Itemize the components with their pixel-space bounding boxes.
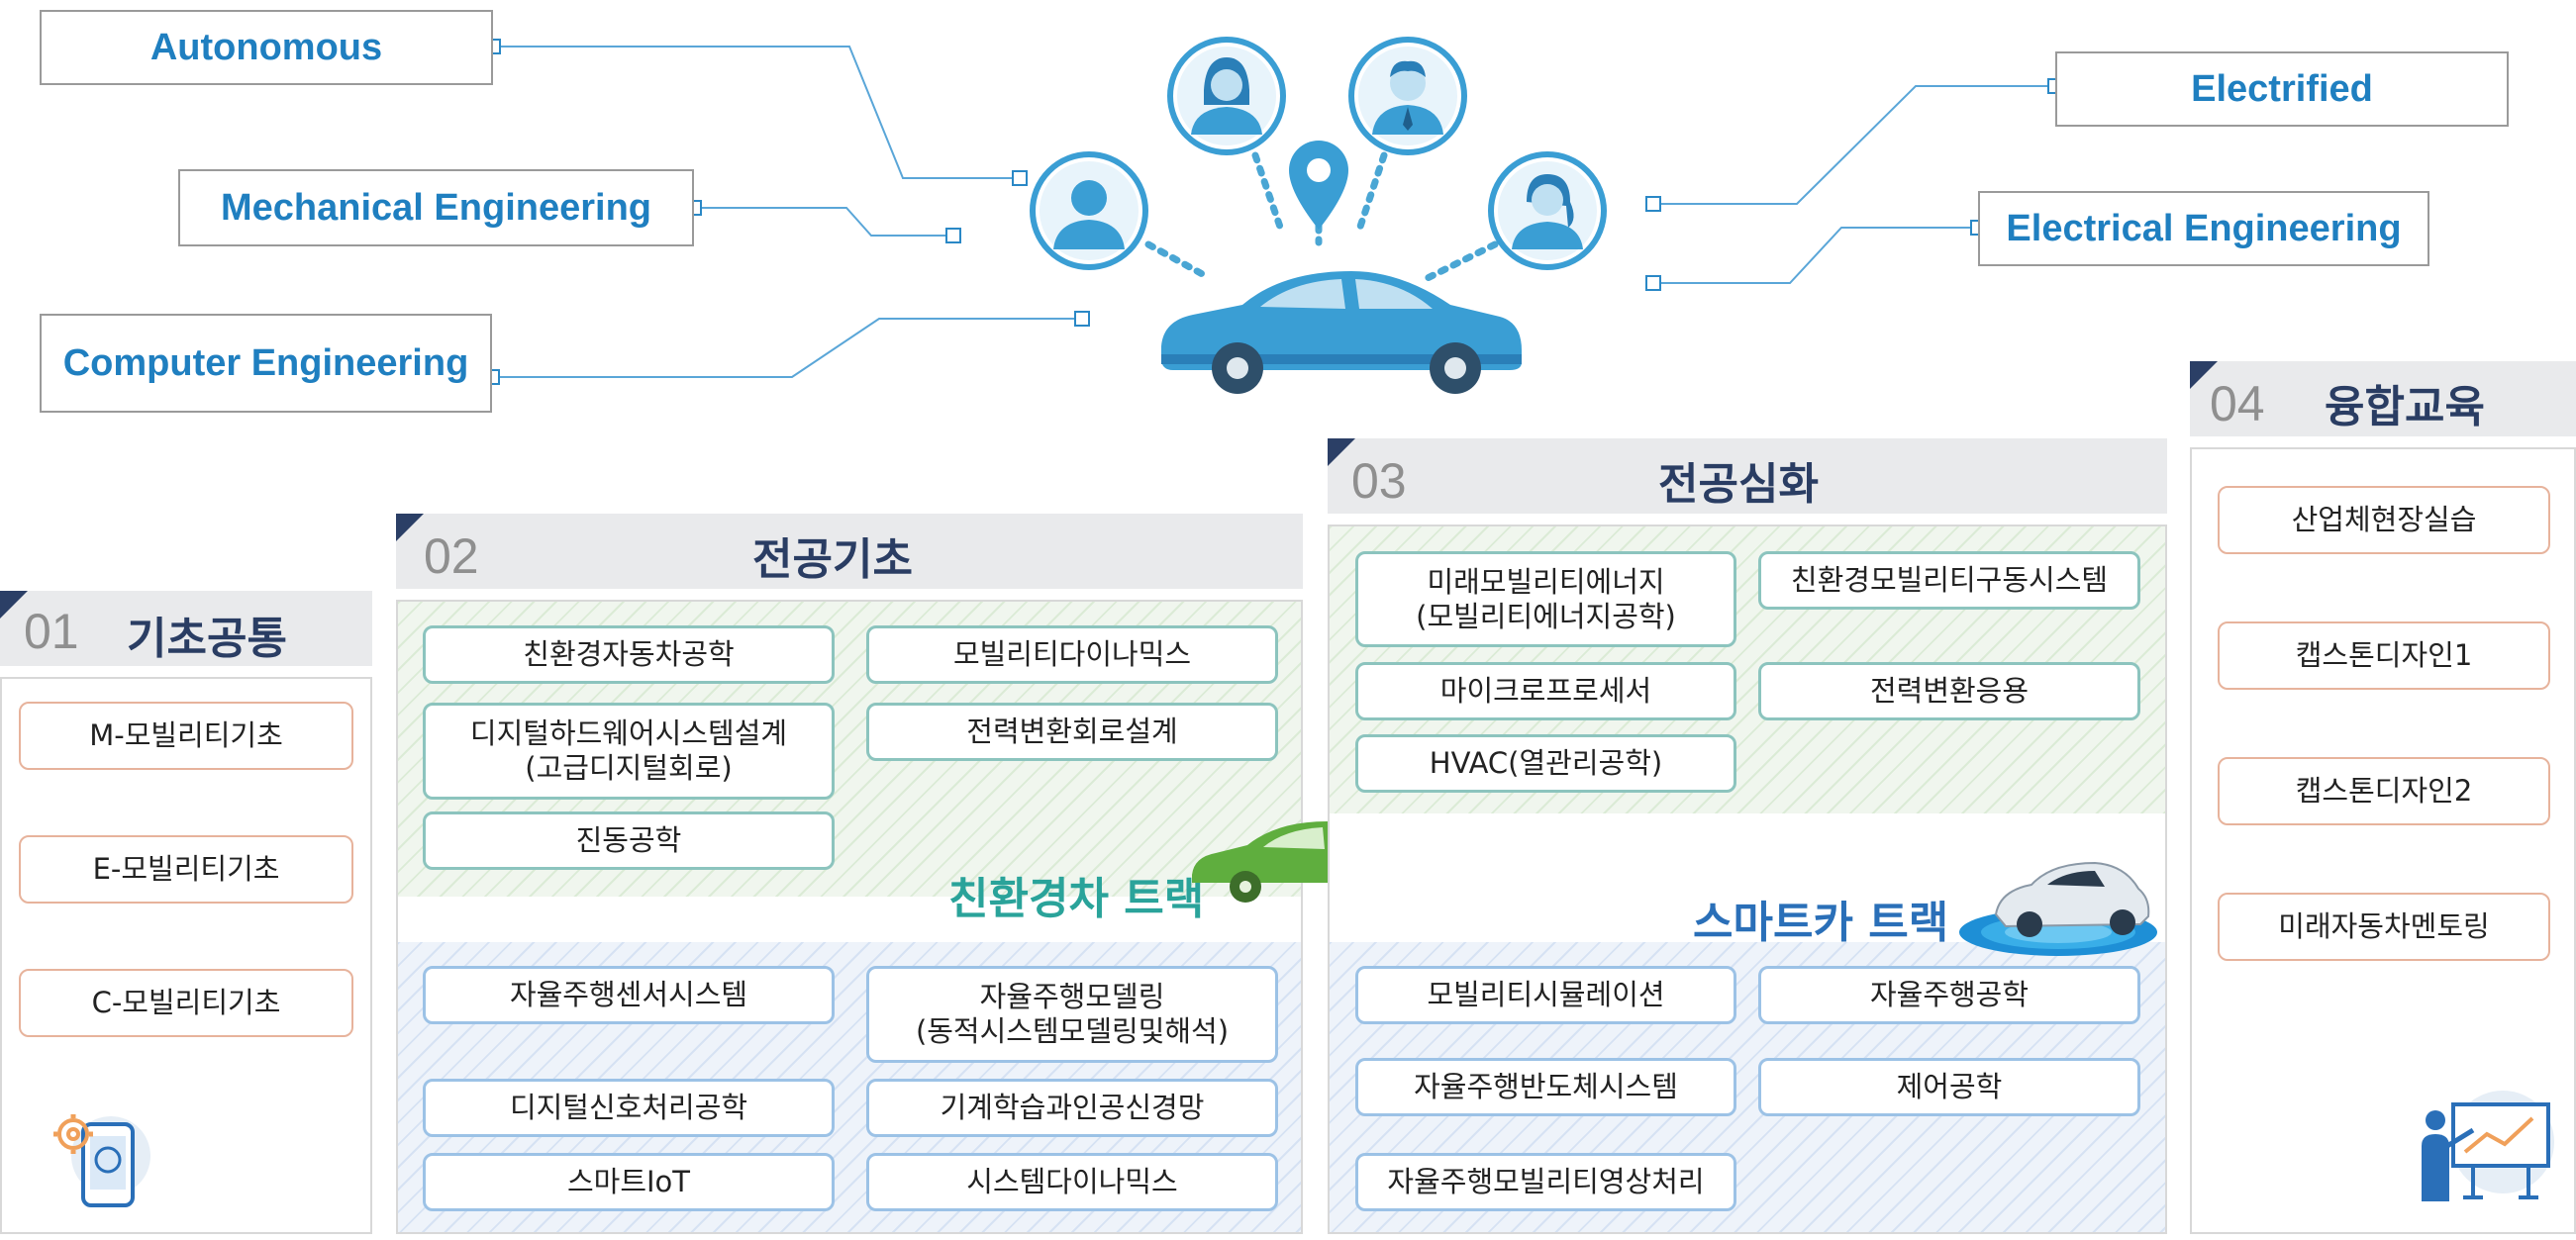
field-autonomous: Autonomous [40, 10, 493, 85]
person-icon [1030, 151, 1148, 270]
course-item: 친환경자동차공학 [423, 625, 835, 684]
course-item: 전력변환회로설계 [866, 703, 1278, 761]
course-item: 스마트IoT [423, 1153, 835, 1211]
section-title: 융합교육 [2325, 382, 2485, 432]
section-number: 02 [424, 528, 479, 584]
field-mechanical-engineering: Mechanical Engineering [178, 169, 694, 246]
section-03-header: 03 전공심화 [1328, 438, 2167, 514]
person-icon [1488, 151, 1607, 270]
course-item: 자율주행모델링 (동적시스템모델링및해석) [866, 966, 1278, 1063]
course-item: 디지털하드웨어시스템설계 (고급디지털회로) [423, 703, 835, 800]
section-02-header: 02 전공기초 [396, 514, 1303, 589]
course-item: 모빌리티시뮬레이션 [1355, 966, 1736, 1024]
field-electrified: Electrified [2055, 51, 2509, 127]
gear-phone-icon [53, 1114, 150, 1207]
course-item: 디지털신호처리공학 [423, 1079, 835, 1137]
section-title: 전공심화 [1658, 459, 1819, 510]
course-item: 친환경모빌리티구동시스템 [1758, 551, 2140, 610]
corner-marker [2190, 361, 2218, 389]
course-item: C-모빌리티기초 [19, 969, 353, 1037]
smart-track-label: 스마트카 트랙 [1693, 898, 1949, 948]
section-number: 03 [1351, 453, 1407, 509]
course-item: 자율주행반도체시스템 [1355, 1058, 1736, 1116]
person-icon [1167, 37, 1286, 155]
section-04-header: 04 융합교육 [2190, 361, 2576, 436]
course-item: 자율주행공학 [1758, 966, 2140, 1024]
course-item: 진동공학 [423, 811, 835, 870]
course-item: 시스템다이나믹스 [866, 1153, 1278, 1211]
person-icon [1348, 37, 1467, 155]
presenter-icon [2422, 1091, 2554, 1201]
section-title: 기초공통 [127, 614, 287, 664]
green-track-label: 친환경차 트랙 [948, 874, 1205, 924]
car-icon [1161, 271, 1522, 394]
course-item: E-모빌리티기초 [19, 835, 353, 904]
course-item: 캡스톤디자인1 [2218, 621, 2550, 690]
course-item: 마이크로프로세서 [1355, 662, 1736, 720]
course-item: 기계학습과인공신경망 [866, 1079, 1278, 1137]
section-number: 01 [24, 604, 79, 659]
course-item: 모빌리티다이나믹스 [866, 625, 1278, 684]
course-item: 자율주행센서시스템 [423, 966, 835, 1024]
location-pin-icon [1289, 141, 1348, 230]
corner-marker [0, 591, 28, 619]
corner-marker [396, 514, 424, 541]
section-number: 04 [2210, 376, 2265, 431]
course-item: 전력변환응용 [1758, 662, 2140, 720]
course-item: HVAC(열관리공학) [1355, 734, 1736, 793]
course-item: 산업체현장실습 [2218, 486, 2550, 554]
corner-marker [1328, 438, 1355, 466]
course-item: 제어공학 [1758, 1058, 2140, 1116]
course-item: 자율주행모빌리티영상처리 [1355, 1153, 1736, 1211]
course-item: 미래자동차멘토링 [2218, 893, 2550, 961]
course-item: 미래모빌리티에너지 (모빌리티에너지공학) [1355, 551, 1736, 647]
smart-car-icon [1959, 861, 2157, 956]
field-electrical-engineering: Electrical Engineering [1978, 191, 2429, 266]
section-01-header: 01 기초공통 [0, 591, 372, 666]
field-computer-engineering: Computer Engineering [40, 314, 492, 413]
course-item: 캡스톤디자인2 [2218, 757, 2550, 825]
section-04-panel [2190, 447, 2576, 1234]
section-title: 전공기초 [752, 534, 913, 585]
course-item: M-모빌리티기초 [19, 702, 353, 770]
